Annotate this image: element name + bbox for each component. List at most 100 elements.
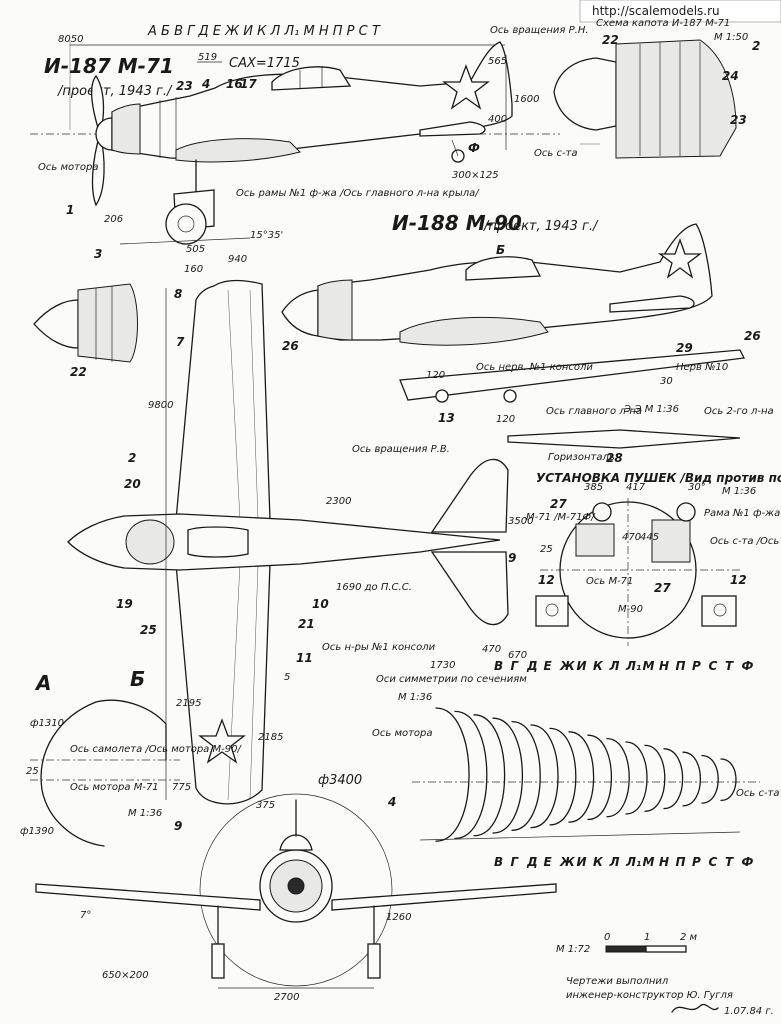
section-label-bottom: Г [511,855,520,869]
plan-wing-upper [175,279,271,521]
cowl-nose [553,57,617,131]
callout-17: 17 [240,77,257,91]
section-label-top: П [676,659,686,673]
front-dihedral: 7° [80,910,91,921]
callout-13: 13 [438,411,455,425]
front-wheel-size: 650×200 [102,970,149,981]
section-label-bottom: Р [692,855,701,869]
section-label-bottom: Е [544,855,553,869]
callout-21: 21 [298,617,315,631]
section-label-top: В [494,659,503,673]
guns-title: УСТАНОВКА ПУШЕК /Вид против полета/ [536,471,781,485]
callout-2: 2 [128,451,136,465]
callout-20: 20 [124,477,141,491]
i187-title: И-187 М-71 [44,54,174,78]
callout-2-cowl: 2 [752,39,760,53]
section-b-label: Б [496,243,505,257]
dim-120b: 120 [496,414,515,425]
ee-gun-section [507,429,741,449]
gun-m90-label: М-90 [618,604,643,615]
frame-note: Ось рамы №1 ф-жа /Ось главного л-на крыл… [236,188,480,199]
callout-29: 29 [676,341,693,355]
horizon-label: Горизонталь [548,452,615,463]
section-label-bottom: Д [526,855,538,869]
plan-stab-lower [430,551,509,626]
dim-2300: 2300 [326,496,351,507]
plan-stab-upper [430,458,509,533]
callout-23-cowl: 23 [730,113,747,127]
plan-cowl [125,519,175,565]
fuselage-cross-sections: Оси симметрии по сечениям М 1:36 Ось мот… [372,659,780,869]
scale-tick-0: 0 [604,932,610,943]
section-label-bottom: П [676,855,686,869]
section-baseline [419,831,741,841]
dim-206: 206 [104,214,123,225]
axis-motor-label: Ось мотора [38,162,99,173]
plan-fuselage [67,513,501,571]
dim-30deg: 30° [688,482,706,493]
cowl-scheme-title: Схема капота И-187 М-71 [596,18,730,29]
i188-stabilizer [609,295,695,313]
callout-12b: 12 [730,573,747,587]
callout-12a: 12 [538,573,555,587]
dim-1600: 1600 [514,94,539,105]
dim-1730: 1730 [430,660,455,671]
scale-tick-1: 1 [644,932,650,943]
section-label-top: Н [659,659,669,673]
callout-19: 19 [116,597,133,611]
front-spinner [287,877,305,895]
axis-cons-label: Ось н-ры №1 консоли [322,642,436,653]
axis-rib-label: Ось нерв. №1 консоли [476,362,593,373]
callout-9: 9 [174,819,182,833]
section-curve [663,748,684,810]
section-label-top: Л [609,659,620,673]
section-curve [530,724,559,829]
cowl-panels [615,39,737,159]
prop-blade-top [90,74,105,137]
watermark-link[interactable]: http://scalemodels.ru [592,4,720,18]
dim-375: 375 [256,800,275,811]
i187-main-wheel [165,203,207,245]
axis-rn-label: Ось вращения Р.Н. [490,25,589,36]
dim-2185: 2185 [258,732,283,743]
section-curve [492,717,524,834]
nose-spinner-top [33,299,79,349]
i187-stabilizer [419,121,486,137]
section-curve [701,754,719,804]
callout-24: 24 [722,69,739,83]
section-curves [419,707,741,842]
front-wing-right [331,883,557,911]
gun-block-left [575,523,615,557]
dim-400: 400 [488,114,507,125]
section-label-top: Е [544,659,553,673]
cowl-arc-b [95,699,167,761]
gun-mount-right [701,595,737,627]
gun-barrel-right [676,502,696,522]
plan-view: 160 940 9800 Ось вращения Р.В. 2300 3500… [67,254,533,833]
sections-scale: М 1:36 [398,692,432,703]
dim-120a: 120 [426,370,445,381]
dim-3500: 3500 [508,516,533,527]
sec-b-label: Б [130,667,145,691]
sym-axes-label: Оси симметрии по сечениям [376,674,527,685]
gun-block-right [651,519,691,563]
sections-axis-motor: Ось мотора [372,728,433,739]
section-label-top: Р [692,659,701,673]
cowl-scheme: Схема капота И-187 М-71 М 1:50 22 2 24 2… [553,18,760,159]
callout-10: 10 [312,597,329,611]
front-dim-1260: 1260 [386,912,411,923]
i187-canopy [271,66,352,91]
section-label-top: М [643,659,655,673]
dim-8050: 8050 [58,34,83,45]
dim-505: 505 [186,244,205,255]
credit-block: Чертежи выполнил инженер-конструктор Ю. … [566,976,774,1017]
axis-2-label: Ось 2-го л-на [704,406,774,417]
callout-23: 23 [176,79,193,93]
cowl-d1390: ф1390 [20,826,54,837]
i187-star [442,64,490,110]
i187-cowl-front [111,103,141,155]
section-label-bottom: В [494,855,503,869]
spar-fitting-1 [435,389,449,403]
